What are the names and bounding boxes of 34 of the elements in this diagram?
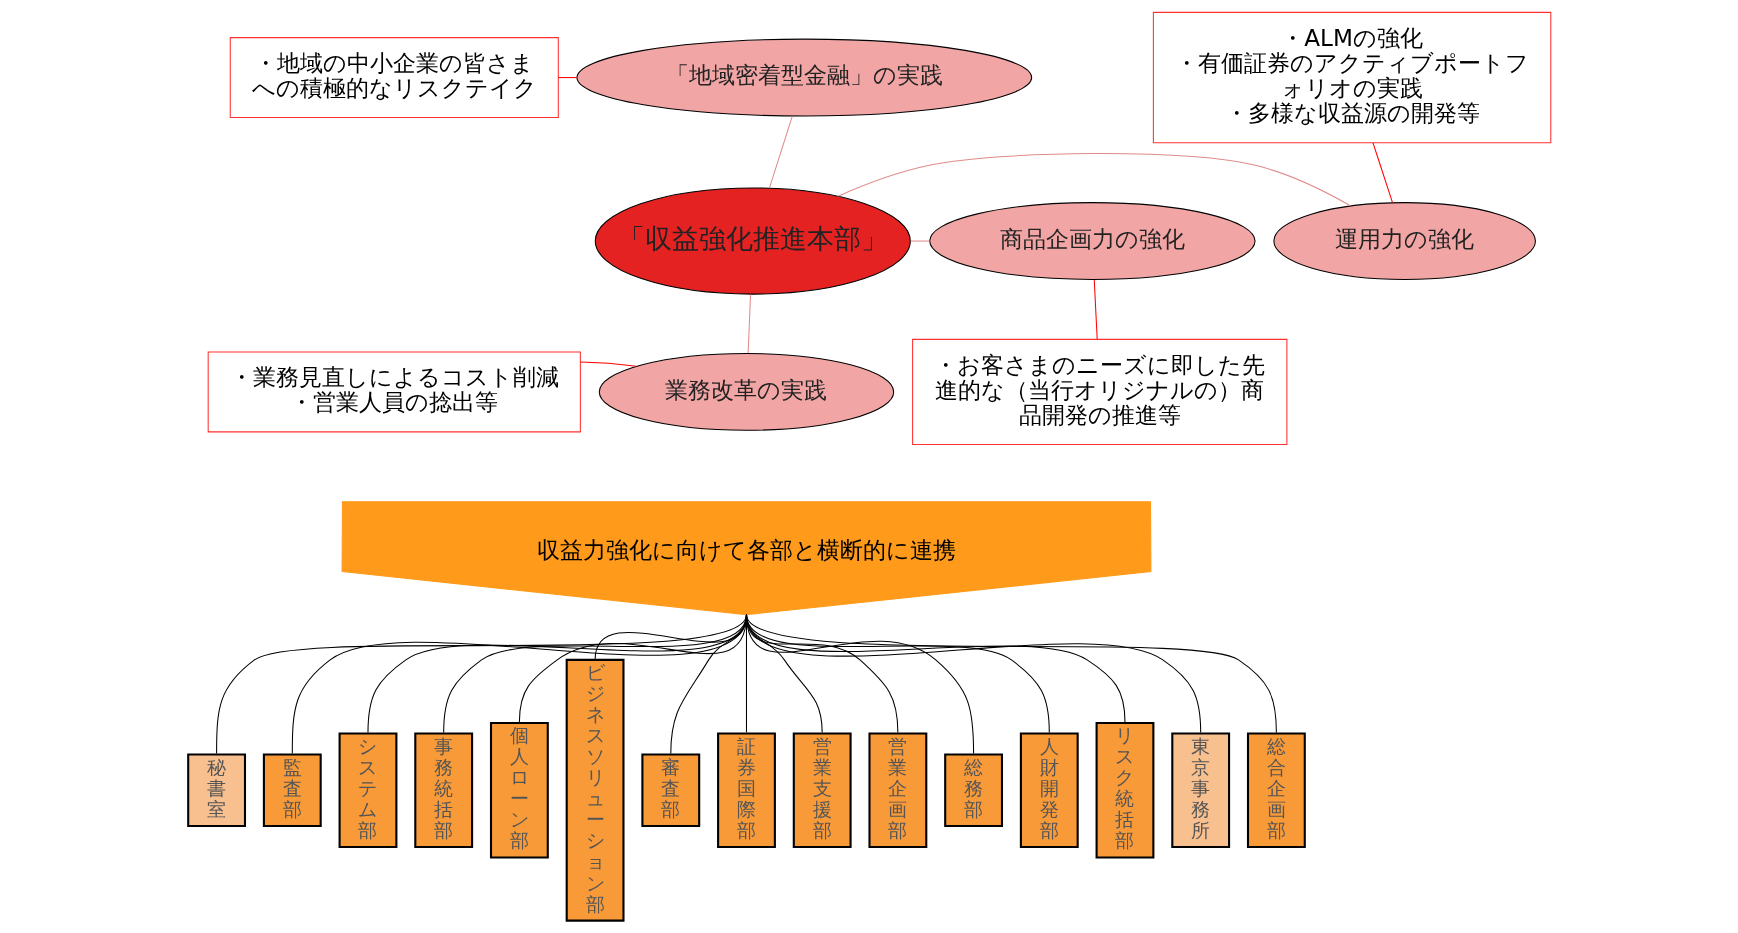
node-ellipse: 「収益強化推進本部」	[594, 187, 911, 295]
node-box: ・ALMの強化 ・有価証券のアクティブポートフォリオの実践 ・多様な収益源の開発等	[1152, 11, 1551, 144]
node-box: ・お客さまのニーズに即した先進的な（当行オリジナルの）商品開発の推進等	[911, 338, 1287, 445]
node-box: 審査部	[640, 753, 700, 828]
node-box: ・地域の中小企業の皆さまへの積極的なリスクテイク	[229, 37, 559, 119]
node-box: 秘書室	[186, 753, 246, 828]
node-box: 営業支援部	[792, 732, 852, 849]
node-box: システム部	[338, 732, 397, 849]
connector	[747, 294, 751, 354]
connector	[909, 240, 930, 242]
connector	[1372, 142, 1393, 203]
node-box: 監査部	[262, 753, 322, 828]
node-box: 総務部	[943, 753, 1003, 828]
node-box: 個人ローン部	[489, 721, 549, 859]
node-ellipse: 業務改革の実践	[598, 352, 894, 431]
connector	[557, 77, 577, 79]
node-box: リスク統括部	[1095, 721, 1154, 859]
connector	[837, 153, 1351, 207]
connector	[579, 361, 637, 367]
node-ellipse: 運用力の強化	[1272, 202, 1536, 280]
connector	[768, 115, 793, 189]
node-box: 総合企画部	[1246, 732, 1306, 849]
node-box: 事務統括部	[413, 732, 473, 849]
connector	[366, 614, 747, 733]
connector	[442, 614, 747, 733]
node-box: 営業企画部	[867, 732, 927, 849]
connector	[1093, 279, 1098, 340]
node-ellipse: 「地域密着型金融」の実践	[575, 38, 1032, 117]
node-box: 人財開発部	[1019, 732, 1079, 849]
node-box: 証券国際部	[716, 732, 776, 849]
node-box: ビジネスソリューション部	[565, 658, 625, 922]
node-box: ・業務見直しによるコスト削減 ・営業人員の捻出等	[207, 351, 581, 433]
node-ellipse: 商品企画力の強化	[928, 202, 1256, 280]
node-box: 東京事務所	[1170, 732, 1230, 849]
